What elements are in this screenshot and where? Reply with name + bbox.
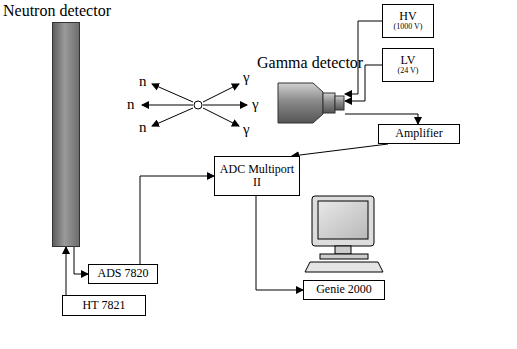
source-emission: [142, 84, 247, 126]
signal-wire: [292, 144, 388, 156]
node-label: ADC Multiport II: [218, 163, 296, 189]
node-label: LV: [401, 54, 416, 67]
particle-label: γ: [243, 122, 250, 137]
signal-wire: [140, 176, 214, 264]
node-label: HV: [399, 10, 416, 23]
hv-supply-box: HV(1000 V): [382, 4, 434, 38]
gamma-detector: Gamma detector: [277, 82, 345, 124]
particle-label: γ: [252, 97, 259, 112]
node-label: HT 7821: [83, 299, 126, 312]
particle-label: n: [127, 97, 135, 112]
software-box: Genie 2000: [303, 280, 385, 300]
lv-supply-box: LV(24 V): [382, 48, 434, 82]
particle-label: n: [139, 74, 147, 89]
detector-body: [277, 82, 345, 124]
neutron-detector: Neutron detector: [52, 22, 80, 247]
signal-wire: [74, 247, 88, 274]
node-label: Neutron detector: [3, 2, 111, 20]
node-label: ADS 7820: [97, 267, 148, 280]
signal-wire: [66, 247, 67, 295]
node-label: Genie 2000: [316, 283, 372, 296]
node-label: Gamma detector: [257, 54, 363, 72]
computer-icon: [305, 196, 383, 272]
amplifier-box: Amplifier: [378, 124, 460, 144]
node-sublabel: (1000 V): [394, 23, 423, 32]
ht-box: HT 7821: [62, 295, 146, 316]
node-label: Amplifier: [395, 127, 442, 140]
signal-wire: [345, 114, 418, 124]
particle-label: n: [139, 120, 147, 135]
node-sublabel: (24 V): [398, 67, 419, 76]
signal-wire: [256, 196, 303, 290]
adc-box: ADC Multiport II: [214, 156, 300, 196]
ads-box: ADS 7820: [88, 264, 158, 284]
particle-label: γ: [243, 70, 250, 85]
